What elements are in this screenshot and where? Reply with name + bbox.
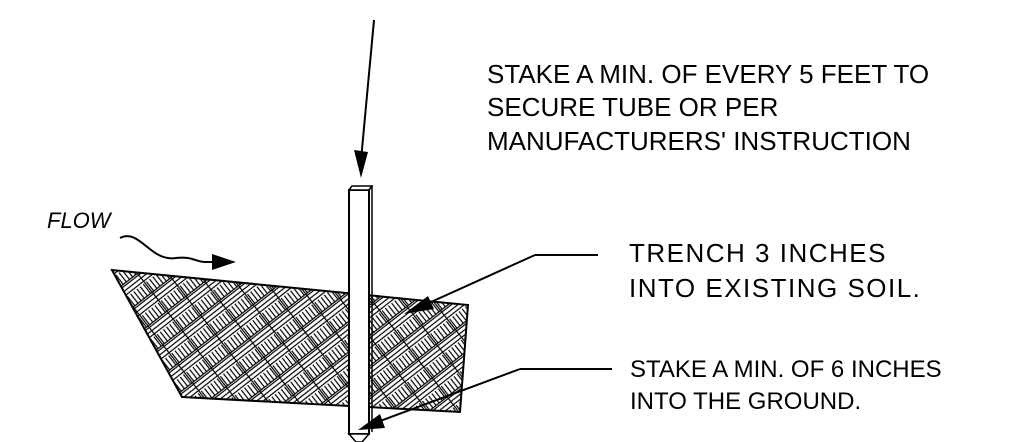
wooden-stake — [347, 185, 374, 442]
flow-label: FLOW — [47, 208, 113, 233]
fiber-roll-tube — [110, 268, 470, 414]
stake-spacing-line-2: SECURE TUBE OR PER — [487, 92, 778, 122]
stake-spacing-line-1: STAKE A MIN. OF EVERY 5 FEET TO — [487, 59, 929, 89]
stake-depth-line-1: STAKE A MIN. OF 6 INCHES — [630, 356, 942, 383]
trench-line-2: INTO EXISTING SOIL. — [629, 273, 921, 303]
trench-leader — [404, 254, 598, 314]
stake-spacing-line-3: MANUFACTURERS' INSTRUCTION — [487, 126, 911, 156]
stake-depth-leader — [358, 368, 612, 430]
stake-spacing-leader — [354, 19, 375, 178]
trench-line-1: TRENCH 3 INCHES — [629, 238, 887, 268]
stake-depth-line-2: INTO THE GROUND. — [630, 388, 861, 415]
flow-arrow — [119, 235, 236, 270]
